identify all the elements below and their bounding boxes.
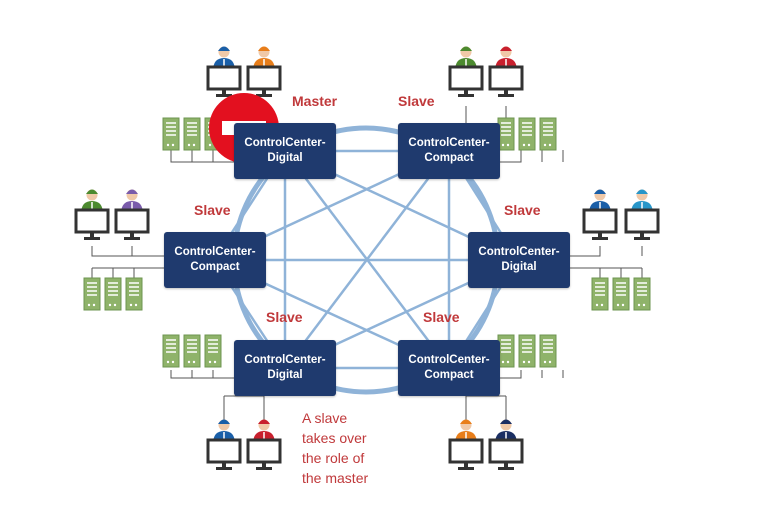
server-rack-icon	[518, 117, 536, 151]
device-wires	[91, 106, 643, 420]
node-line1: ControlCenter-	[408, 137, 490, 149]
person-at-monitor-icon	[246, 419, 282, 470]
server-rack-icon	[83, 277, 101, 311]
failover-note-line: the role of	[302, 450, 365, 466]
node-line2: Digital	[267, 369, 303, 381]
node-mid-left: ControlCenter- Compact	[164, 232, 266, 288]
server-rack-icon	[162, 117, 180, 151]
server-rack-icon	[104, 277, 122, 311]
server-rack-icon	[539, 117, 557, 151]
server-racks	[83, 117, 651, 368]
node-top-right: ControlCenter- Compact	[398, 123, 500, 179]
person-at-monitor-icon	[488, 419, 524, 470]
role-label-mid-left: Slave	[194, 202, 231, 218]
node-line2: Compact	[190, 261, 240, 273]
node-line1: ControlCenter-	[478, 246, 560, 258]
node-line1: ControlCenter-	[174, 246, 256, 258]
role-label-bottom-right: Slave	[423, 309, 460, 325]
server-rack-icon	[612, 277, 630, 311]
node-mid-right: ControlCenter- Digital	[468, 232, 570, 288]
node-bottom-left: ControlCenter- Digital	[234, 340, 336, 396]
server-rack-icon	[497, 117, 515, 151]
person-at-monitor-icon	[114, 189, 150, 240]
node-line2: Compact	[424, 152, 474, 164]
person-at-monitor-icon	[582, 189, 618, 240]
node-line1: ControlCenter-	[244, 354, 326, 366]
server-rack-icon	[204, 334, 222, 368]
role-label-mid-right: Slave	[504, 202, 541, 218]
server-rack-icon	[518, 334, 536, 368]
server-rack-icon	[183, 117, 201, 151]
person-at-monitor-icon	[206, 46, 242, 97]
person-at-monitor-icon	[448, 46, 484, 97]
server-rack-icon	[633, 277, 651, 311]
role-label-top-left: Master	[292, 93, 338, 109]
failover-note-line: the master	[302, 470, 369, 486]
failover-note: A slave takes over the role of the maste…	[302, 408, 368, 488]
server-rack-icon	[125, 277, 143, 311]
server-rack-icon	[162, 334, 180, 368]
server-rack-icon	[183, 334, 201, 368]
person-at-monitor-icon	[624, 189, 660, 240]
node-line2: Compact	[424, 369, 474, 381]
person-at-monitor-icon	[488, 46, 524, 97]
failover-note-line: takes over	[302, 430, 367, 446]
node-line2: Digital	[267, 152, 303, 164]
person-at-monitor-icon	[448, 419, 484, 470]
person-at-monitor-icon	[246, 46, 282, 97]
role-label-top-right: Slave	[398, 93, 435, 109]
failover-note-line: A slave	[302, 410, 348, 426]
node-line1: ControlCenter-	[408, 354, 490, 366]
person-at-monitor-icon	[206, 419, 242, 470]
person-at-monitor-icon	[74, 189, 110, 240]
operator-workstations	[74, 46, 660, 470]
role-label-bottom-left: Slave	[266, 309, 303, 325]
node-bottom-right: ControlCenter- Compact	[398, 340, 500, 396]
server-rack-icon	[497, 334, 515, 368]
server-rack-icon	[591, 277, 609, 311]
node-top-left: ControlCenter- Digital	[234, 123, 336, 179]
node-line1: ControlCenter-	[244, 137, 326, 149]
node-line2: Digital	[501, 261, 537, 273]
server-rack-icon	[539, 334, 557, 368]
